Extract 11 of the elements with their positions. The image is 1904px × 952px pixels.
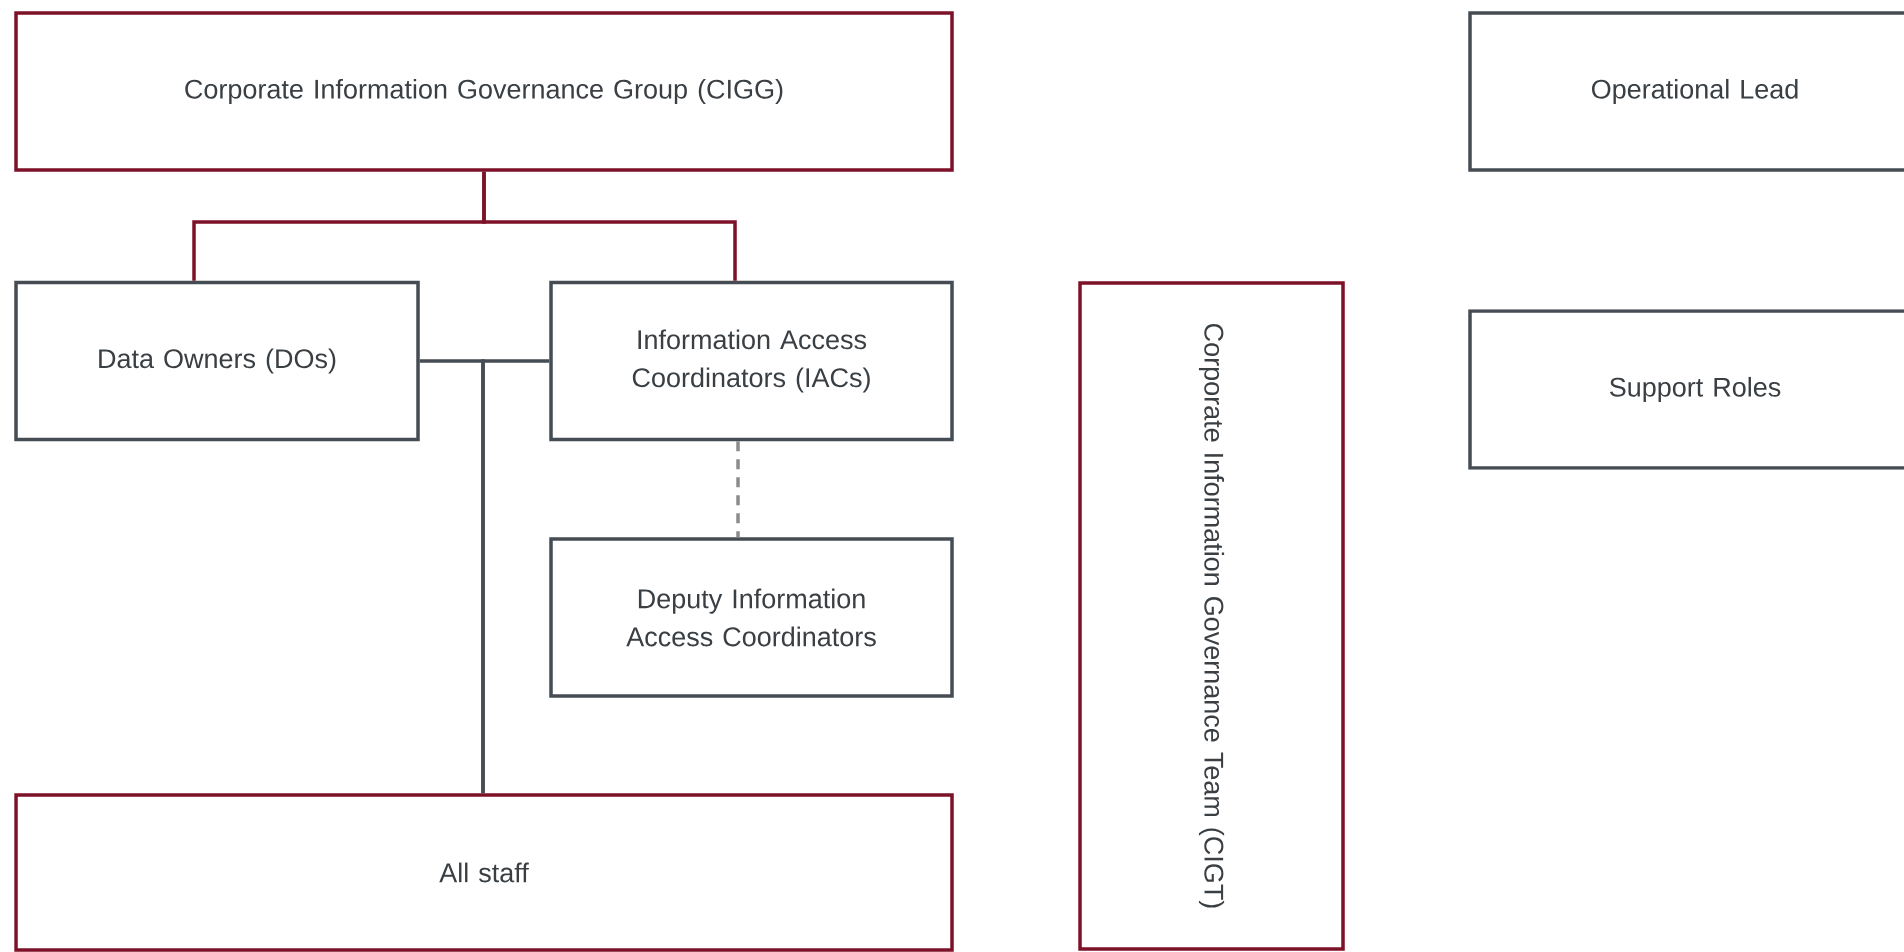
org-box: Data Owners (DOs) [14, 280, 420, 442]
org-box: Information Access Coordinators (IACs) [549, 280, 954, 442]
connector-line [736, 441, 740, 538]
org-box: Corporate Information Governance Team (CIGT) [1078, 281, 1345, 951]
org-box: All staff [14, 793, 954, 952]
org-box: Operational Lead [1468, 11, 1904, 172]
org-box: Corporate Information Governance Group (CIGG) [14, 11, 954, 172]
org-box: Support Roles [1468, 309, 1904, 470]
org-box: Deputy Information Access Coordinators [549, 537, 954, 698]
connector-line [482, 171, 737, 281]
connector-line [481, 359, 550, 794]
